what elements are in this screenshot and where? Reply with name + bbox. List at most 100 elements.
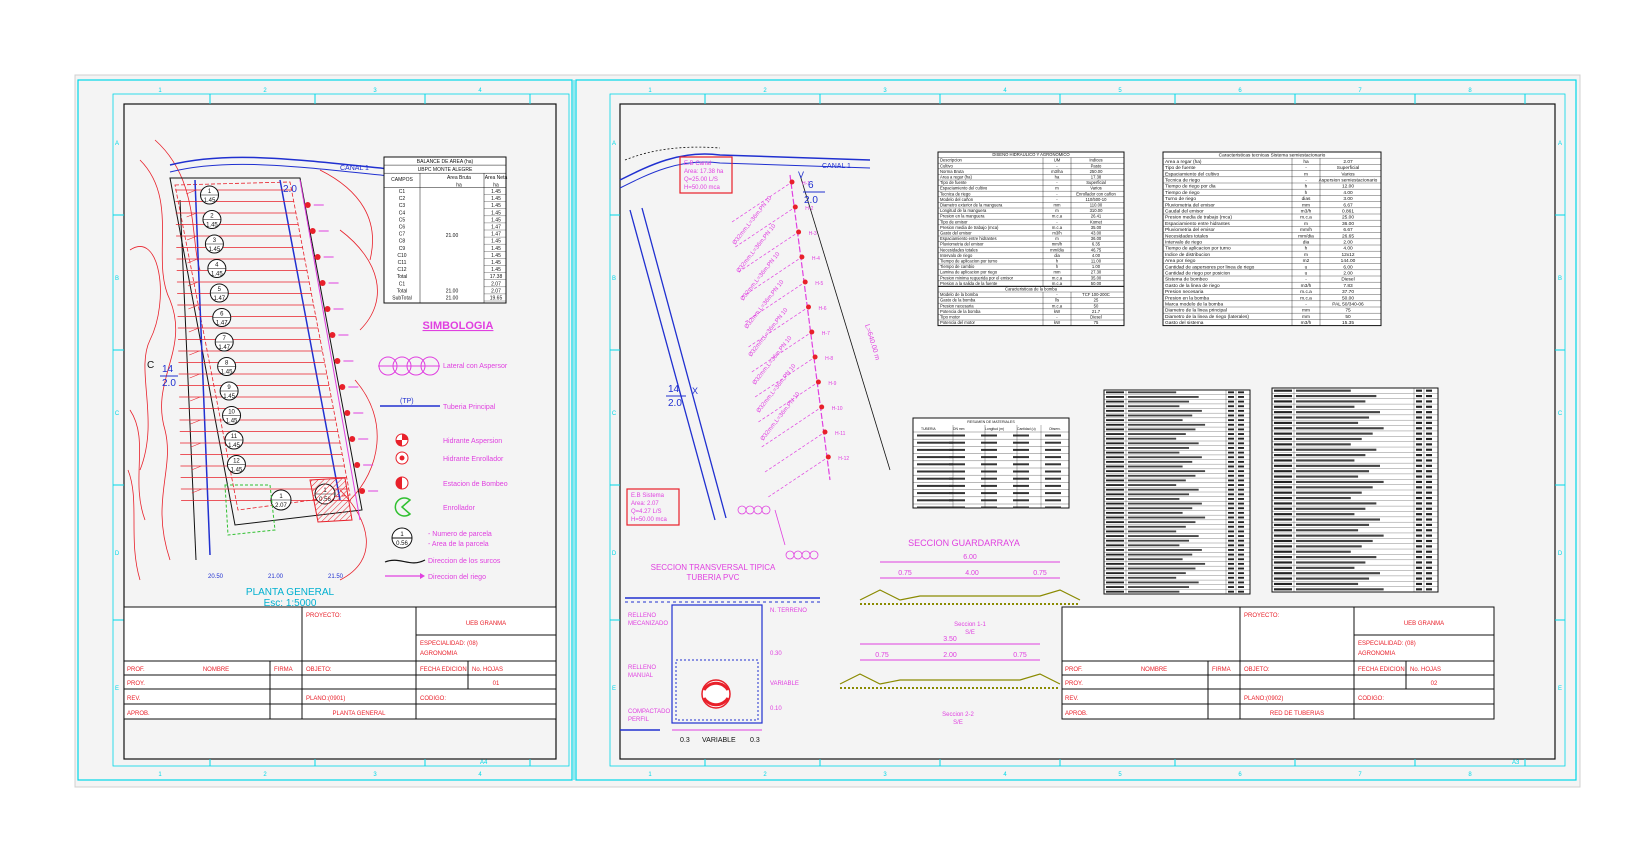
table-cell-fill <box>1238 530 1244 533</box>
table-cell: SubTotal <box>392 296 411 302</box>
table-cell-fill <box>1274 480 1292 484</box>
table-cell: Varios <box>1341 171 1355 177</box>
table-cell-fill <box>1013 484 1029 487</box>
table-cell: Espaciamiento del cultivo <box>940 186 988 191</box>
variable-label: VARIABLE <box>770 681 799 687</box>
table-cell: Tecnica de riego <box>940 191 971 196</box>
table-cell-fill <box>1106 456 1124 459</box>
sprinkler-mark <box>191 465 202 471</box>
table-cell: Total <box>397 288 408 294</box>
table-cell-fill <box>1228 447 1234 449</box>
table-cell: 26.41 <box>1091 214 1102 219</box>
lateral-line <box>741 256 803 298</box>
parcel-number: 3 <box>213 238 217 244</box>
plan-title: PLANTA GENERAL <box>246 587 335 598</box>
table-cell: 3.00 <box>1343 196 1353 202</box>
table-cell-fill <box>1296 496 1351 500</box>
table-cell-fill <box>1296 588 1384 591</box>
table-header: TUBERIA <box>921 427 936 431</box>
tb-especialidad: ESPECIALIDAD: (08) <box>1358 641 1416 647</box>
table-cell-fill <box>981 470 997 473</box>
dim-b: 4.00 <box>965 570 979 577</box>
table-cell: 36.00 <box>1342 221 1354 227</box>
table-cell-fill <box>1128 437 1177 440</box>
table-cell-fill <box>1228 442 1234 445</box>
table-cell: Area a regar (ha) <box>1165 159 1202 165</box>
table-cell-fill <box>1106 479 1124 482</box>
dim-var: VARIABLE <box>702 737 736 744</box>
sprinkler-mark <box>187 281 199 287</box>
table-cell-fill <box>1128 586 1190 588</box>
tb-proyecto: PROYECTO: <box>1244 613 1280 619</box>
table-cell-fill <box>1128 535 1199 537</box>
table-cell-fill <box>1274 545 1292 548</box>
table-cell: 43.00 <box>1091 231 1102 236</box>
grid-row-label: A <box>115 141 119 147</box>
table-cell-fill <box>1106 447 1124 449</box>
table-cell-fill <box>917 463 953 466</box>
table-cell-fill <box>1228 414 1234 417</box>
grid-col-label: 2 <box>263 88 267 94</box>
legend-text: - Numero de parcela <box>428 531 492 538</box>
dim-03a: 0.3 <box>680 737 690 744</box>
table-cell: C10 <box>397 253 406 259</box>
table-cell-fill <box>1416 588 1422 591</box>
table-cell: 50 <box>1345 314 1351 320</box>
table-title: DISEÑO HIDRAULICO Y AGRONOMICO <box>992 152 1070 157</box>
hydrant-label: H-1 <box>802 181 810 187</box>
table-cell-fill <box>1013 499 1029 502</box>
table-cell-fill <box>1228 549 1234 551</box>
table-cell-fill <box>1106 419 1124 422</box>
table-cell-fill <box>1274 491 1292 494</box>
parcel-number: 6 <box>220 312 224 318</box>
table-cell-fill <box>1416 518 1422 521</box>
table-cell: u <box>1305 272 1308 277</box>
table-cell: u <box>1305 265 1308 270</box>
lateral-line <box>761 406 822 448</box>
table-cell-fill <box>1128 456 1202 459</box>
table-cell: mm <box>1302 309 1310 314</box>
table-cell-fill <box>1274 394 1292 398</box>
table-cell-fill <box>1228 511 1234 514</box>
table-cell-fill <box>1238 562 1244 565</box>
table-cell-fill <box>1128 567 1196 570</box>
tb-plano: PLANO:(0902) <box>1244 696 1283 702</box>
compactado-2: PERFIL <box>628 717 650 723</box>
grid-row-label: D <box>1558 551 1563 557</box>
table-cell: - <box>1056 180 1058 185</box>
table-cell-fill <box>1238 414 1244 417</box>
table-cell: C5 <box>399 217 406 223</box>
table-cell-fill <box>1228 581 1234 584</box>
table-cell: m <box>1304 172 1308 177</box>
table-cell-fill <box>1296 411 1380 414</box>
table-cell-fill <box>1426 588 1432 591</box>
table-cell-fill <box>1106 558 1124 561</box>
tb-firma: FIRMA <box>274 667 293 673</box>
hydrant-dot <box>815 379 821 385</box>
table-cell: Indices <box>1089 158 1102 163</box>
table-cell-fill <box>1228 525 1234 528</box>
section-den: 2.0 <box>804 195 818 206</box>
table-cell-fill <box>1296 577 1370 580</box>
table-cell-fill <box>1106 590 1124 593</box>
table-cell-fill <box>1274 582 1292 586</box>
table-cell-fill <box>1238 553 1244 556</box>
table-cell-fill <box>1274 427 1292 430</box>
legend-text: Lateral con Aspersor <box>443 363 508 370</box>
table-cell: ha <box>1303 159 1309 165</box>
table-cell: C3 <box>399 203 406 209</box>
table-cell-fill <box>1045 448 1061 451</box>
hydrant-dot <box>799 254 805 260</box>
table-cell-fill <box>1416 513 1422 516</box>
table-cell: 1.45 <box>491 260 501 266</box>
table-cell-fill <box>1228 562 1234 565</box>
table-cell-fill <box>1426 486 1432 489</box>
tb-nombre: NOMBRE <box>203 667 229 673</box>
eb-box-text: E.B Sistema <box>631 493 665 499</box>
table-cell: dia <box>1303 240 1310 246</box>
table-cell-fill <box>1228 419 1234 422</box>
parcel-area: 1.47 <box>218 345 230 351</box>
table-cell-fill <box>1106 544 1124 547</box>
table-cell-fill <box>1238 437 1244 440</box>
table-cell: Gasto de la linea de riego <box>1165 283 1220 289</box>
